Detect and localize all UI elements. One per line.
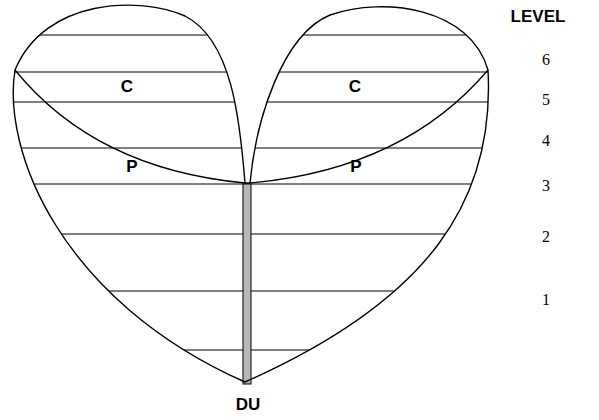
urethra-bar: [243, 184, 251, 384]
zone-boundary: [15, 70, 245, 183]
zone-label: C: [121, 78, 133, 95]
zone-label: P: [126, 158, 137, 175]
zone-boundary: [250, 70, 488, 183]
level-line: [0, 184, 599, 185]
part-label: DU: [236, 396, 261, 413]
level-lines: [0, 35, 599, 350]
level-number: 2: [542, 229, 550, 245]
level-line: [0, 291, 599, 292]
level-line: [0, 35, 599, 36]
level-line: [0, 350, 599, 351]
level-number: 6: [542, 52, 550, 68]
level-line: [0, 72, 599, 73]
zone-label: P: [350, 158, 361, 175]
level-number: 3: [542, 178, 550, 194]
level-number: 4: [542, 133, 550, 149]
zone-label: C: [349, 78, 361, 95]
level-number: 5: [542, 92, 550, 108]
gland-outline: [13, 5, 488, 382]
axis-title: LEVEL: [511, 8, 566, 25]
level-line: [0, 234, 599, 235]
level-line: [0, 148, 599, 149]
level-line: [0, 102, 599, 103]
level-number: 1: [542, 292, 550, 308]
